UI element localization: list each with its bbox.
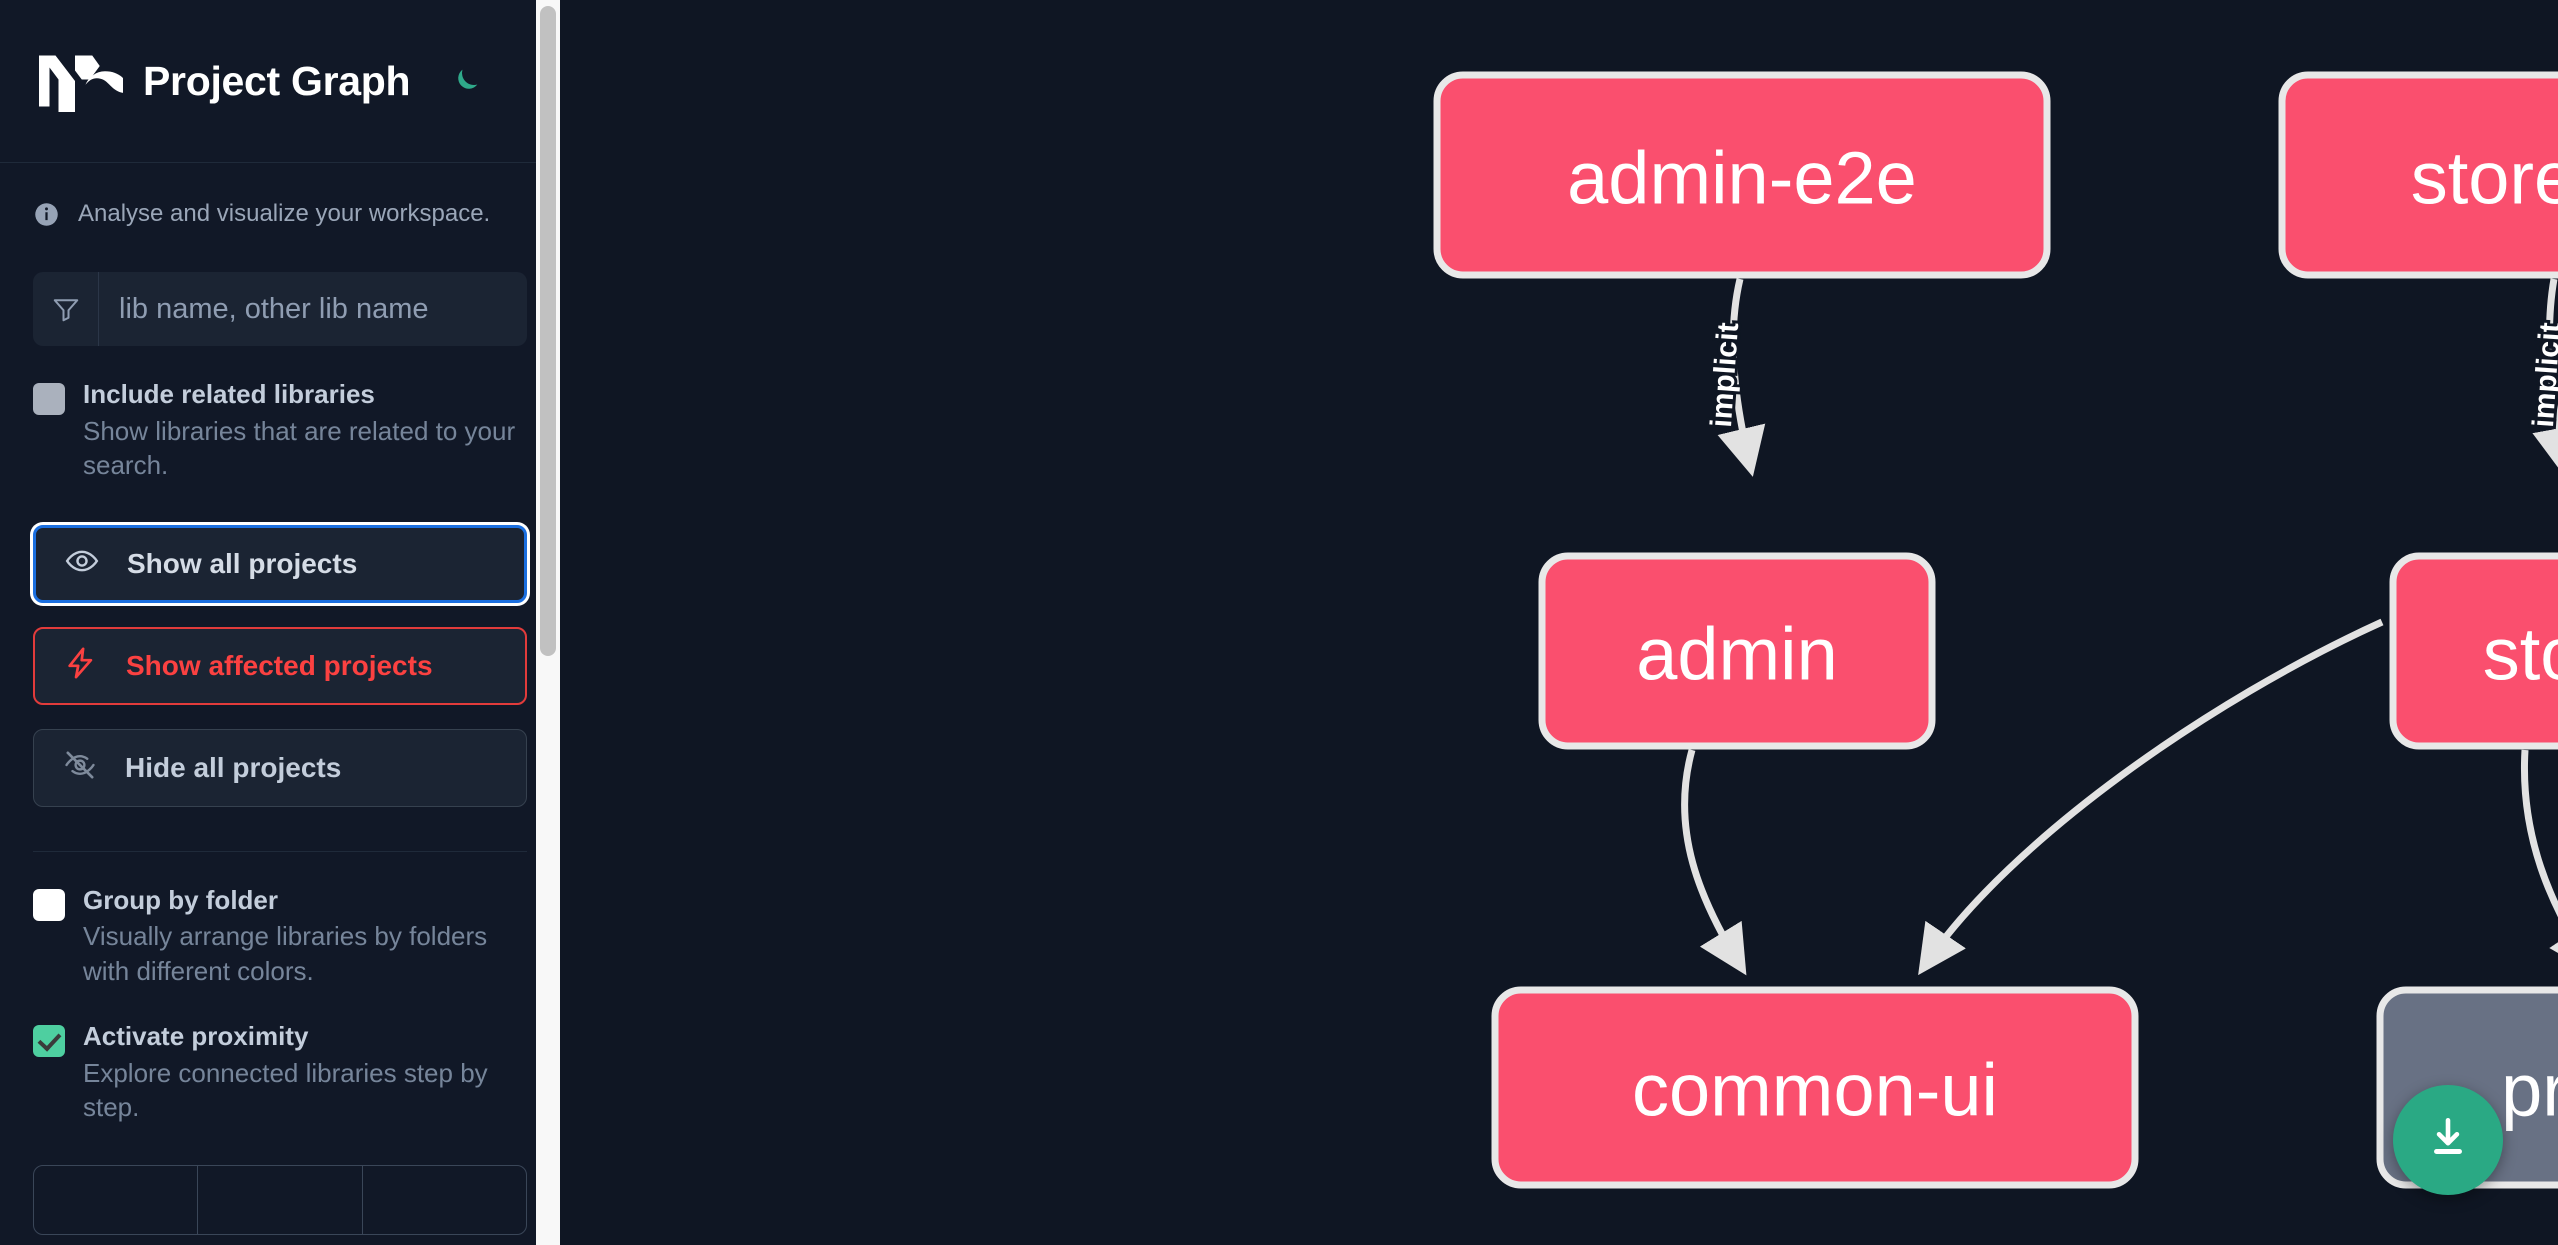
checkbox-label: Group by folder xyxy=(83,884,278,915)
node-common-ui[interactable]: common-ui xyxy=(1491,986,2139,1189)
edge-store-e2e-to-store[interactable] xyxy=(2532,278,2558,478)
node-admin-e2e[interactable]: admin-e2e xyxy=(1433,71,2051,279)
search-input[interactable] xyxy=(99,272,527,346)
node-store-e2e[interactable]: store-e2e xyxy=(2278,71,2558,279)
button-label: Show all projects xyxy=(127,547,358,579)
eye-icon xyxy=(65,544,99,583)
checkbox-include-related-libraries[interactable]: Include related libraries Show libraries… xyxy=(33,378,527,483)
funnel-icon xyxy=(33,272,99,346)
node-shape[interactable] xyxy=(1538,552,1936,750)
edge-label-implicit-store: implicit xyxy=(2527,321,2558,428)
node-admin[interactable]: admin xyxy=(1538,552,1936,750)
checkbox-box[interactable] xyxy=(33,383,65,415)
edge-label-implicit-admin: implicit xyxy=(1705,321,1745,428)
sidebar-scrollbar-thumb[interactable] xyxy=(540,6,556,656)
button-label: Show affected projects xyxy=(126,649,433,681)
checkbox-activate-proximity[interactable]: Activate proximity Explore connected lib… xyxy=(33,1020,527,1125)
nx-logo-icon xyxy=(33,50,146,113)
show-affected-projects-button[interactable]: Show affected projects xyxy=(33,626,527,705)
checkbox-group-by-folder[interactable]: Group by folder Visually arrange librari… xyxy=(33,884,527,989)
graph-edges xyxy=(1681,278,2558,976)
sidebar-divider xyxy=(33,850,527,852)
checkbox-label: Activate proximity xyxy=(83,1021,309,1052)
edge-store-to-common-ui[interactable] xyxy=(1918,618,2384,976)
edge-store-to-products[interactable] xyxy=(2520,749,2558,976)
edge-admin-e2e-to-admin[interactable] xyxy=(1717,278,1766,477)
node-shape[interactable] xyxy=(2389,552,2558,750)
graph-canvas[interactable]: implicit implicit admin-e2e store-e2e ad… xyxy=(560,0,2558,1245)
edge-admin-to-common-ui[interactable] xyxy=(1681,749,1747,976)
checkbox-description: Show libraries that are related to your … xyxy=(83,415,516,481)
segment-option-3[interactable] xyxy=(363,1166,526,1234)
node-label: admin xyxy=(1636,613,1838,696)
segment-option-2[interactable] xyxy=(198,1165,363,1234)
graph-edge-labels: implicit implicit xyxy=(1702,318,2558,431)
tagline-row: Analyse and visualize your workspace. xyxy=(0,163,560,228)
download-image-button[interactable] xyxy=(2393,1085,2503,1195)
project-graph-svg[interactable]: implicit implicit admin-e2e store-e2e ad… xyxy=(560,0,2558,1245)
lightning-icon xyxy=(64,646,98,685)
checkbox-description: Explore connected libraries step by step… xyxy=(83,1057,488,1123)
sidebar-scroll-area: Project Graph Analyse and visualize your… xyxy=(0,0,560,1245)
node-shape[interactable] xyxy=(2278,71,2558,279)
node-label: common-ui xyxy=(1632,1049,1998,1132)
hide-all-projects-button[interactable]: Hide all projects xyxy=(33,728,527,807)
node-label: admin-e2e xyxy=(1567,137,1917,220)
button-label: Hide all projects xyxy=(125,751,342,783)
node-shape[interactable] xyxy=(1433,71,2051,279)
node-label: store xyxy=(2483,613,2558,696)
checkbox-label: Include related libraries xyxy=(83,379,375,409)
checkbox-description: Visually arrange libraries by folders wi… xyxy=(83,921,488,986)
node-label: store-e2e xyxy=(2411,137,2558,220)
proximity-segmented-control[interactable] xyxy=(33,1164,527,1235)
page-title: Project Graph xyxy=(143,57,411,104)
show-all-projects-button[interactable]: Show all projects xyxy=(33,524,527,603)
checkbox-box[interactable] xyxy=(33,1025,65,1058)
eye-off-icon xyxy=(63,748,97,787)
filter-box[interactable] xyxy=(33,272,527,346)
sidebar: Project Graph Analyse and visualize your… xyxy=(0,0,560,1245)
moon-icon[interactable] xyxy=(445,60,487,102)
visibility-button-group: Show all projects Show affected projects xyxy=(33,524,527,807)
info-icon xyxy=(33,201,60,228)
graph-nodes: admin-e2e store-e2e admin store common-u xyxy=(1433,71,2558,1189)
node-label: products xyxy=(2501,1049,2558,1132)
download-icon xyxy=(2423,1113,2473,1168)
node-shape[interactable] xyxy=(1491,986,2139,1189)
checkbox-box[interactable] xyxy=(33,888,65,921)
node-store[interactable]: store xyxy=(2389,552,2558,750)
sidebar-header: Project Graph xyxy=(0,0,560,163)
sidebar-body: Include related libraries Show libraries… xyxy=(0,272,560,1235)
segment-option-1[interactable] xyxy=(34,1165,199,1234)
sidebar-scrollbar-track[interactable] xyxy=(536,0,560,1245)
tagline-text: Analyse and visualize your workspace. xyxy=(78,200,491,227)
